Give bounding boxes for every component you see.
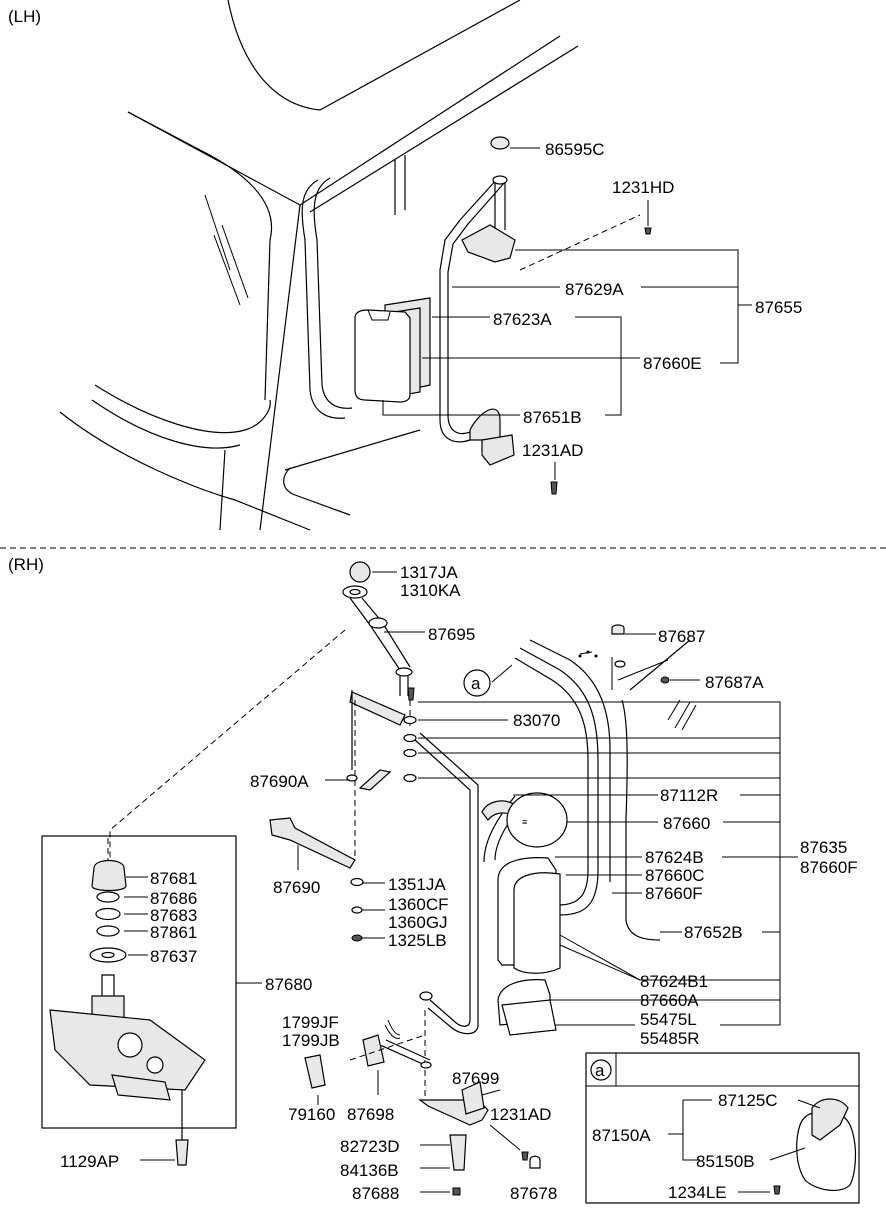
label-87624B: 87624B — [645, 848, 704, 867]
label-87651B: 87651B — [523, 408, 582, 427]
label-87687: 87687 — [658, 627, 705, 646]
mirror-87660 — [506, 792, 568, 848]
label-87690A: 87690A — [250, 772, 309, 791]
label-1234LE: 1234LE — [668, 1183, 727, 1202]
label-87655: 87655 — [755, 298, 802, 317]
label-87660A: 87660A — [640, 991, 699, 1010]
inset-a-label: a — [595, 1061, 605, 1080]
label-87683: 87683 — [150, 906, 197, 925]
label-83070: 83070 — [513, 711, 560, 730]
leader-87699 — [481, 1089, 501, 1096]
leader-1231AD-r — [489, 1124, 521, 1151]
label-1231AD: 1231AD — [522, 441, 583, 460]
label-79160: 79160 — [288, 1105, 335, 1124]
label-1360CF: 1360CF — [388, 895, 448, 914]
bracket-87690 — [269, 817, 356, 869]
lh-vehicle-body — [59, 0, 579, 531]
motor-leaders — [124, 876, 148, 956]
label-1799JF: 1799JF — [282, 1013, 339, 1032]
label-87623A: 87623A — [493, 310, 552, 329]
label-87629A: 87629A — [565, 280, 624, 299]
label-87690: 87690 — [273, 878, 320, 897]
lh-section-label: (LH) — [8, 7, 41, 26]
label-87652B: 87652B — [684, 923, 743, 942]
inset-box — [585, 1052, 860, 1204]
leader-bottom-parts — [420, 1144, 450, 1193]
label-87861: 87861 — [150, 923, 197, 942]
label-1799JB: 1799JB — [282, 1031, 340, 1050]
rh-section-label: (RH) — [8, 555, 44, 574]
inset-mirror-parts — [668, 1098, 857, 1195]
rh-mirror-heads: ≡ — [497, 792, 568, 1036]
label-87698: 87698 — [347, 1105, 394, 1124]
lh-leader-lines — [382, 147, 752, 480]
label-87686: 87686 — [150, 889, 197, 908]
label-87660C: 87660C — [645, 866, 705, 885]
label-1231HD: 1231HD — [612, 178, 674, 197]
label-87687A: 87687A — [705, 673, 764, 692]
label-1317JA: 1317JA — [400, 563, 458, 582]
label-87680: 87680 — [265, 975, 312, 994]
label-87688: 87688 — [352, 1184, 399, 1203]
inset-a-circle — [590, 1059, 612, 1081]
label-87660: 87660 — [663, 814, 710, 833]
label-87635: 87635 — [800, 838, 847, 857]
label-86595C: 86595C — [545, 140, 605, 159]
grommet-87681 — [91, 859, 127, 892]
label-87150A: 87150A — [592, 1126, 651, 1145]
label-1325LB: 1325LB — [388, 931, 447, 950]
label-87624B1: 87624B1 — [640, 972, 708, 991]
bolt-1129AP — [175, 1139, 189, 1166]
callout-a-label: a — [471, 674, 481, 693]
label-55485R: 55485R — [640, 1029, 700, 1048]
label-1360GJ: 1360GJ — [388, 913, 448, 932]
label-87660F-right: 87660F — [800, 858, 858, 877]
label-1231AD-rh: 1231AD — [490, 1105, 551, 1124]
label-87660E: 87660E — [643, 354, 702, 373]
rh-linkage — [304, 1010, 541, 1196]
rh-mirror-arm — [269, 561, 526, 1035]
cap-86595C — [490, 136, 510, 150]
label-87699: 87699 — [452, 1069, 499, 1088]
label-87695: 87695 — [428, 625, 475, 644]
label-87660F: 87660F — [645, 884, 703, 903]
label-87112R: 87112R — [660, 786, 718, 805]
motor-assembly — [49, 838, 206, 1140]
label-87681: 87681 — [150, 869, 197, 888]
label-82723D: 82723D — [340, 1137, 400, 1156]
nut-cover — [481, 434, 515, 466]
rh-door-frame — [514, 639, 697, 941]
label-84136B: 84136B — [340, 1161, 399, 1180]
motor-box — [41, 835, 237, 1129]
lh-mirror-assembly — [354, 136, 652, 495]
rh-leader-lines — [109, 571, 798, 1026]
mirror-head-lh — [354, 309, 411, 403]
label-87125C: 87125C — [718, 1091, 778, 1110]
label-1310KA: 1310KA — [400, 581, 461, 600]
label-1351JA: 1351JA — [388, 875, 446, 894]
label-87678: 87678 — [510, 1184, 557, 1203]
label-55475L: 55475L — [640, 1010, 697, 1029]
label-87637: 87637 — [150, 947, 197, 966]
label-85150B: 85150B — [696, 1152, 755, 1171]
label-1129AP: 1129AP — [60, 1152, 119, 1171]
knob-1317JA — [349, 561, 371, 583]
callout-a-circle[interactable] — [463, 669, 491, 697]
mount-bracket — [461, 224, 516, 263]
svg-text:≡: ≡ — [522, 817, 527, 827]
rh-small-hardware — [578, 624, 670, 684]
